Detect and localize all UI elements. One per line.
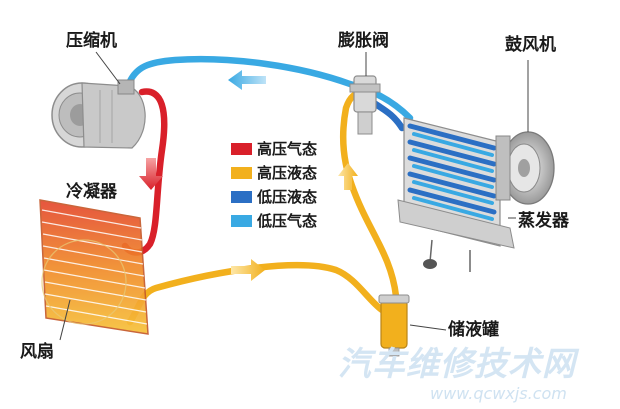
watermark-text: 汽车维修技术网	[338, 344, 576, 383]
expansion-valve	[349, 52, 381, 135]
legend: 高压气态 高压液态 低压液态 低压气态	[231, 137, 317, 233]
legend-item-high-pressure-gas: 高压气态	[231, 137, 317, 161]
receiver-drier-label: 储液罐	[448, 320, 499, 340]
legend-label: 低压液态	[257, 187, 318, 206]
legend-swatch	[231, 167, 252, 179]
condenser-label: 冷凝器	[66, 182, 117, 202]
condenser	[39, 199, 149, 341]
flow-arrow-high-pressure-liquid-up	[338, 163, 358, 190]
expansion-valve-label: 膨胀阀	[338, 31, 389, 51]
evaporator	[397, 117, 516, 272]
evaporator-label: 蒸发器	[518, 211, 569, 231]
blower-label: 鼓风机	[505, 35, 556, 55]
legend-item-low-pressure-gas: 低压气态	[231, 209, 317, 233]
receiver-drier	[378, 294, 447, 357]
flow-arrow-low-pressure-gas	[228, 70, 266, 90]
blower	[495, 60, 555, 205]
fan-label: 风扇	[20, 342, 54, 362]
watermark-url: www.qcwxjs.com	[430, 384, 567, 403]
compressor-label: 压缩机	[66, 31, 117, 51]
flow-arrow-high-pressure-gas	[139, 158, 163, 190]
legend-label: 高压气态	[257, 139, 318, 158]
compressor	[51, 51, 146, 149]
legend-item-low-pressure-liquid: 低压液态	[231, 185, 317, 209]
legend-swatch	[231, 215, 252, 227]
legend-swatch	[231, 191, 252, 203]
legend-label: 高压液态	[257, 163, 318, 182]
legend-swatch	[231, 143, 252, 155]
legend-label: 低压气态	[257, 211, 318, 230]
flow-arrow-high-pressure-liquid	[231, 259, 265, 281]
legend-item-high-pressure-liquid: 高压液态	[231, 161, 317, 185]
